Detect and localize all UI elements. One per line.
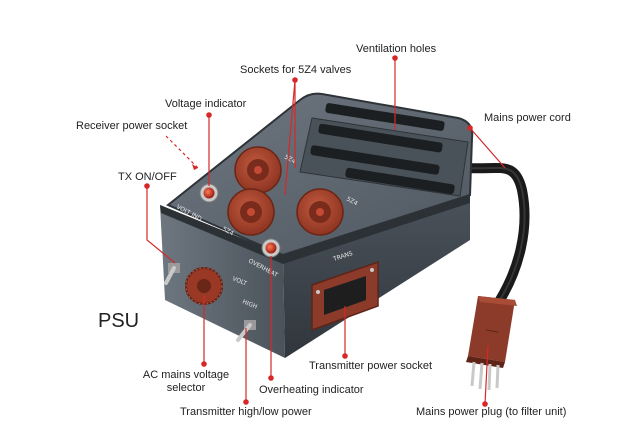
marking-5z4-c: 5Z4 [345, 196, 359, 208]
label-ventilation-holes: Ventilation holes [356, 43, 437, 55]
valve-socket-2 [227, 188, 275, 236]
valve-socket-3 [296, 188, 344, 236]
leader-lines [144, 55, 506, 407]
label-ac-selector-line2: selector [166, 382, 206, 394]
label-tx-onoff: TX ON/OFF [118, 171, 177, 183]
label-mains-cord: Mains power cord [484, 112, 571, 124]
label-tx-socket: Transmitter power socket [309, 360, 433, 372]
label-overheating: Overheating indicator [259, 384, 364, 396]
transmitter-socket [311, 260, 379, 332]
valve-socket-1 [234, 146, 282, 194]
overheat-indicator-lamp [261, 238, 281, 258]
highlow-toggle [236, 320, 256, 342]
vent-slots [310, 103, 455, 195]
label-voltage-indicator: Voltage indicator [165, 98, 247, 110]
mains-plug [466, 296, 517, 391]
label-tx-highlow: Transmitter high/low power [180, 406, 312, 418]
voltage-indicator-lamp [199, 183, 219, 203]
marking-5z4-b: 5Z4 [221, 226, 235, 238]
tx-toggle [164, 263, 180, 285]
label-valve-sockets: Sockets for 5Z4 valves [240, 64, 352, 76]
psu-title: PSU [98, 310, 140, 332]
label-ac-selector-line1: AC mains voltage [142, 369, 230, 381]
label-ac-selector: AC mains voltage selector [131, 369, 241, 395]
label-receiver-socket: Receiver power socket [76, 120, 188, 132]
mains-cord [463, 162, 530, 305]
label-mains-plug: Mains power plug (to filter unit) [416, 406, 567, 418]
marking-5z4-a: 5Z4 [283, 154, 297, 166]
